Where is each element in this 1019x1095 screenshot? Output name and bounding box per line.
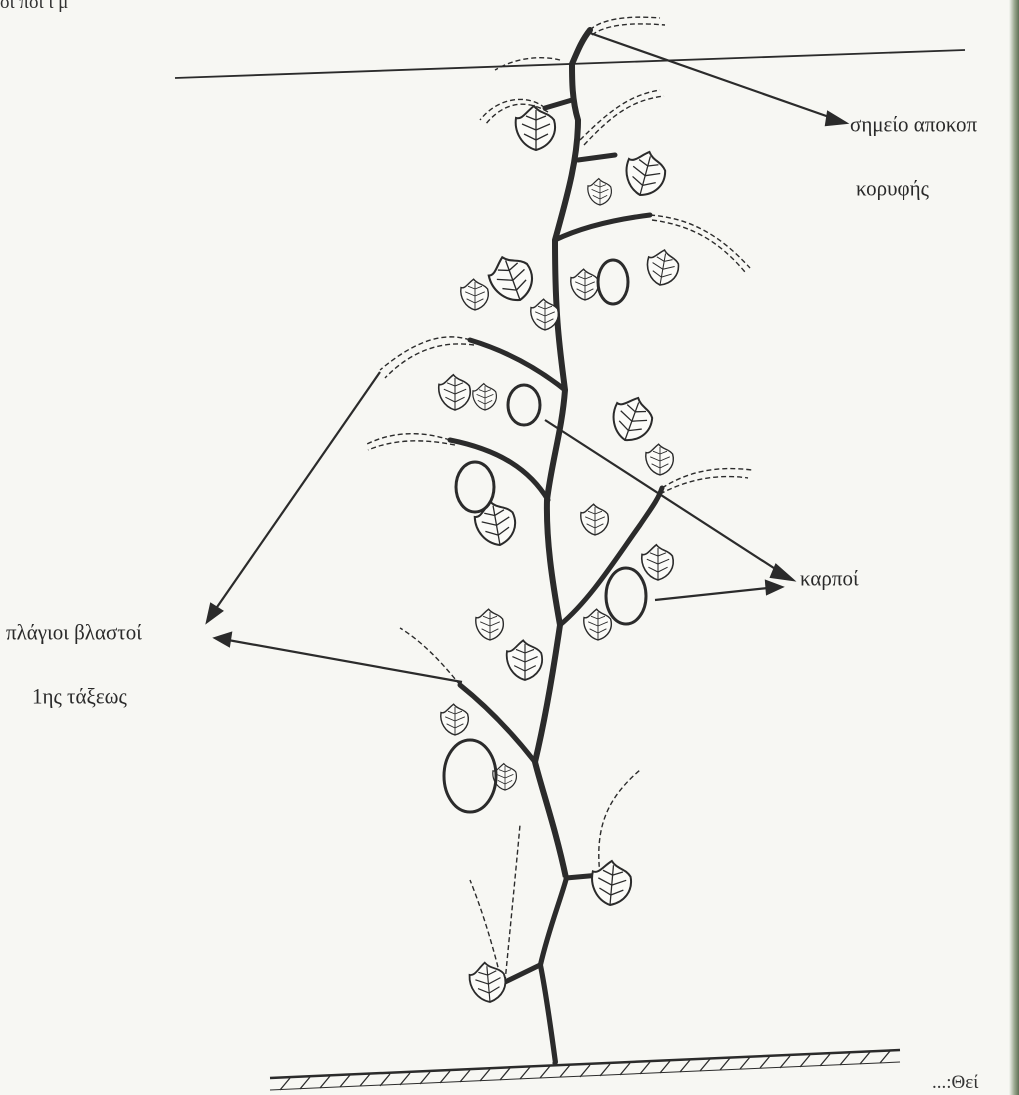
label-top-cut-point: σημείο αποκοπ	[850, 111, 977, 137]
ground	[270, 1050, 900, 1090]
scan-edge-text-top: οι ποι ι μ	[0, 0, 68, 14]
main-stem	[535, 30, 590, 1062]
scan-edge-text-bottom: ...:Θεί	[932, 1072, 978, 1094]
scan-edge	[1009, 0, 1019, 1095]
label-side-shoots-order: 1ης τάξεως	[32, 683, 127, 709]
leaves	[439, 106, 681, 1004]
label-fruits: καρποί	[800, 565, 859, 591]
label-side-shoots: πλάγιοι βλαστοί	[6, 619, 142, 645]
label-top-cut-point-line2: κορυφής	[856, 175, 929, 201]
